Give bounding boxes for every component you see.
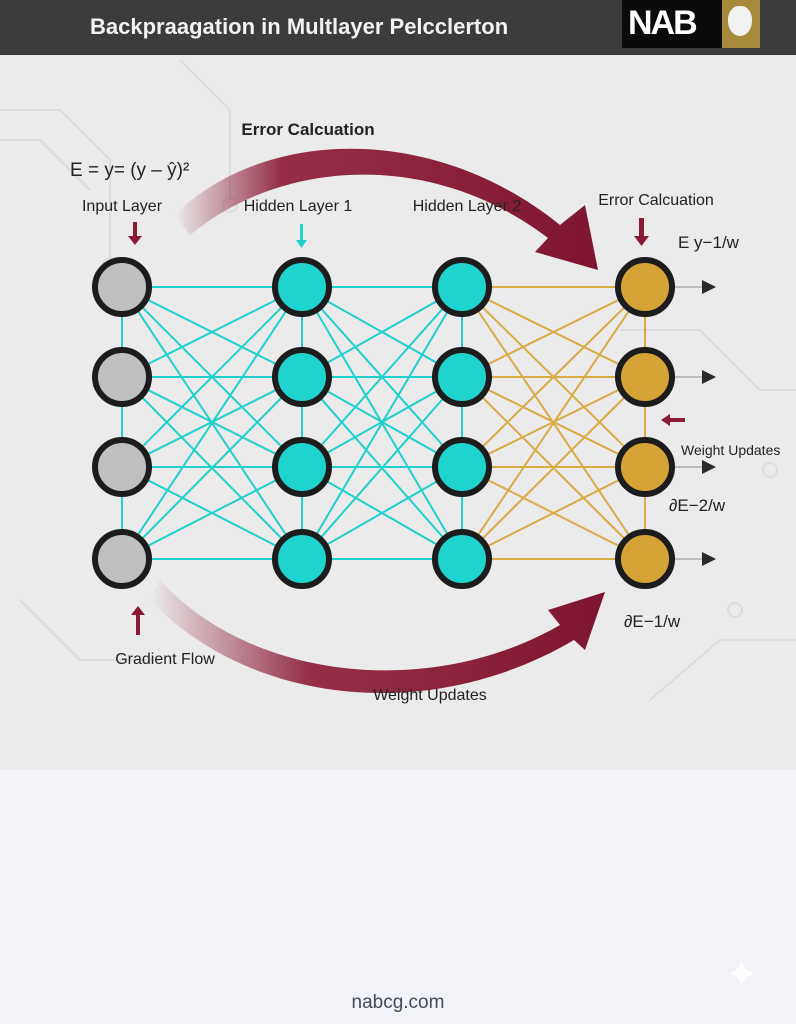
output-arrow-icon [702, 370, 716, 384]
sparkle-icon: ✦ [725, 953, 759, 997]
logo-text: NAB [628, 4, 698, 42]
top-error-arrow [175, 148, 598, 270]
gradient-up-arrow [131, 606, 145, 635]
neuron-node [92, 437, 152, 497]
connection-edge [461, 286, 646, 560]
title-bar: Backpraagation in Multlayer Pelcclerton … [0, 0, 796, 55]
connection-edge [461, 466, 646, 560]
connection-edge [461, 376, 646, 560]
connection-edge [121, 466, 303, 560]
neuron-node [92, 529, 152, 589]
bottom-weight-arrow [150, 580, 605, 694]
layer-label-hidden-2: Hidden Layer 2 [413, 198, 522, 215]
output-label-top: E y−1/w [678, 233, 740, 252]
neuron-node [432, 529, 492, 589]
neuron-node [272, 257, 332, 317]
indicator-arrows [128, 218, 685, 635]
neuron-node [432, 437, 492, 497]
output-arrow-icon [702, 460, 716, 474]
neuron-node [92, 257, 152, 317]
connection-edge [301, 286, 463, 560]
nab-logo: NAB [622, 0, 760, 48]
connection-edge [301, 286, 463, 468]
neuron-node [272, 529, 332, 589]
neuron-node [432, 347, 492, 407]
error-formula: E = y= (y – ŷ)² [70, 160, 189, 181]
connection-edge [121, 286, 303, 378]
weight-updates-right-label: Weight Updates [681, 442, 780, 458]
connection-edge [301, 466, 463, 560]
connection-edge [301, 286, 463, 378]
connection-edge [121, 376, 303, 560]
neuron-node [615, 529, 675, 589]
output-arrow-icon [702, 552, 716, 566]
layer-label-input: Input Layer [82, 198, 163, 215]
output-label-bottom: ∂E−1/w [624, 612, 681, 631]
neuron-node [272, 347, 332, 407]
diagram-area: Error Calcuation E = y= (y – ŷ)² Input L… [0, 55, 796, 770]
gradient-flow-label: Gradient Flow [115, 651, 215, 668]
page-title: Backpraagation in Multlayer Pelcclerton [90, 14, 509, 39]
weight-left-arrow [661, 414, 685, 426]
input-down-arrow [128, 222, 142, 245]
hidden1-down-arrow [296, 224, 307, 248]
connection-edge [121, 286, 303, 560]
connection-edge [301, 376, 463, 560]
layer-label-output: Error Calcuation [598, 192, 714, 209]
connection-edge [461, 286, 646, 378]
footer-site: nabcg.com [351, 992, 445, 1013]
neuron-node [432, 257, 492, 317]
output-label-middle: ∂E−2/w [669, 496, 726, 515]
neuron-node [615, 437, 675, 497]
neuron-node [615, 347, 675, 407]
output-arrow-icon [702, 280, 716, 294]
network-diagram: Error Calcuation E = y= (y – ŷ)² Input L… [0, 59, 796, 704]
layer-label-hidden-1: Hidden Layer 1 [244, 198, 353, 215]
bottom-arrow-label: Weight Updates [373, 687, 487, 704]
neuron-node [615, 257, 675, 317]
connection-edge [461, 286, 646, 468]
top-arrow-label: Error Calcuation [241, 120, 374, 139]
apple-icon [728, 6, 752, 36]
neuron-node [272, 437, 332, 497]
neuron-node [92, 347, 152, 407]
output-down-arrow [634, 218, 649, 246]
connection-edge [121, 286, 303, 468]
